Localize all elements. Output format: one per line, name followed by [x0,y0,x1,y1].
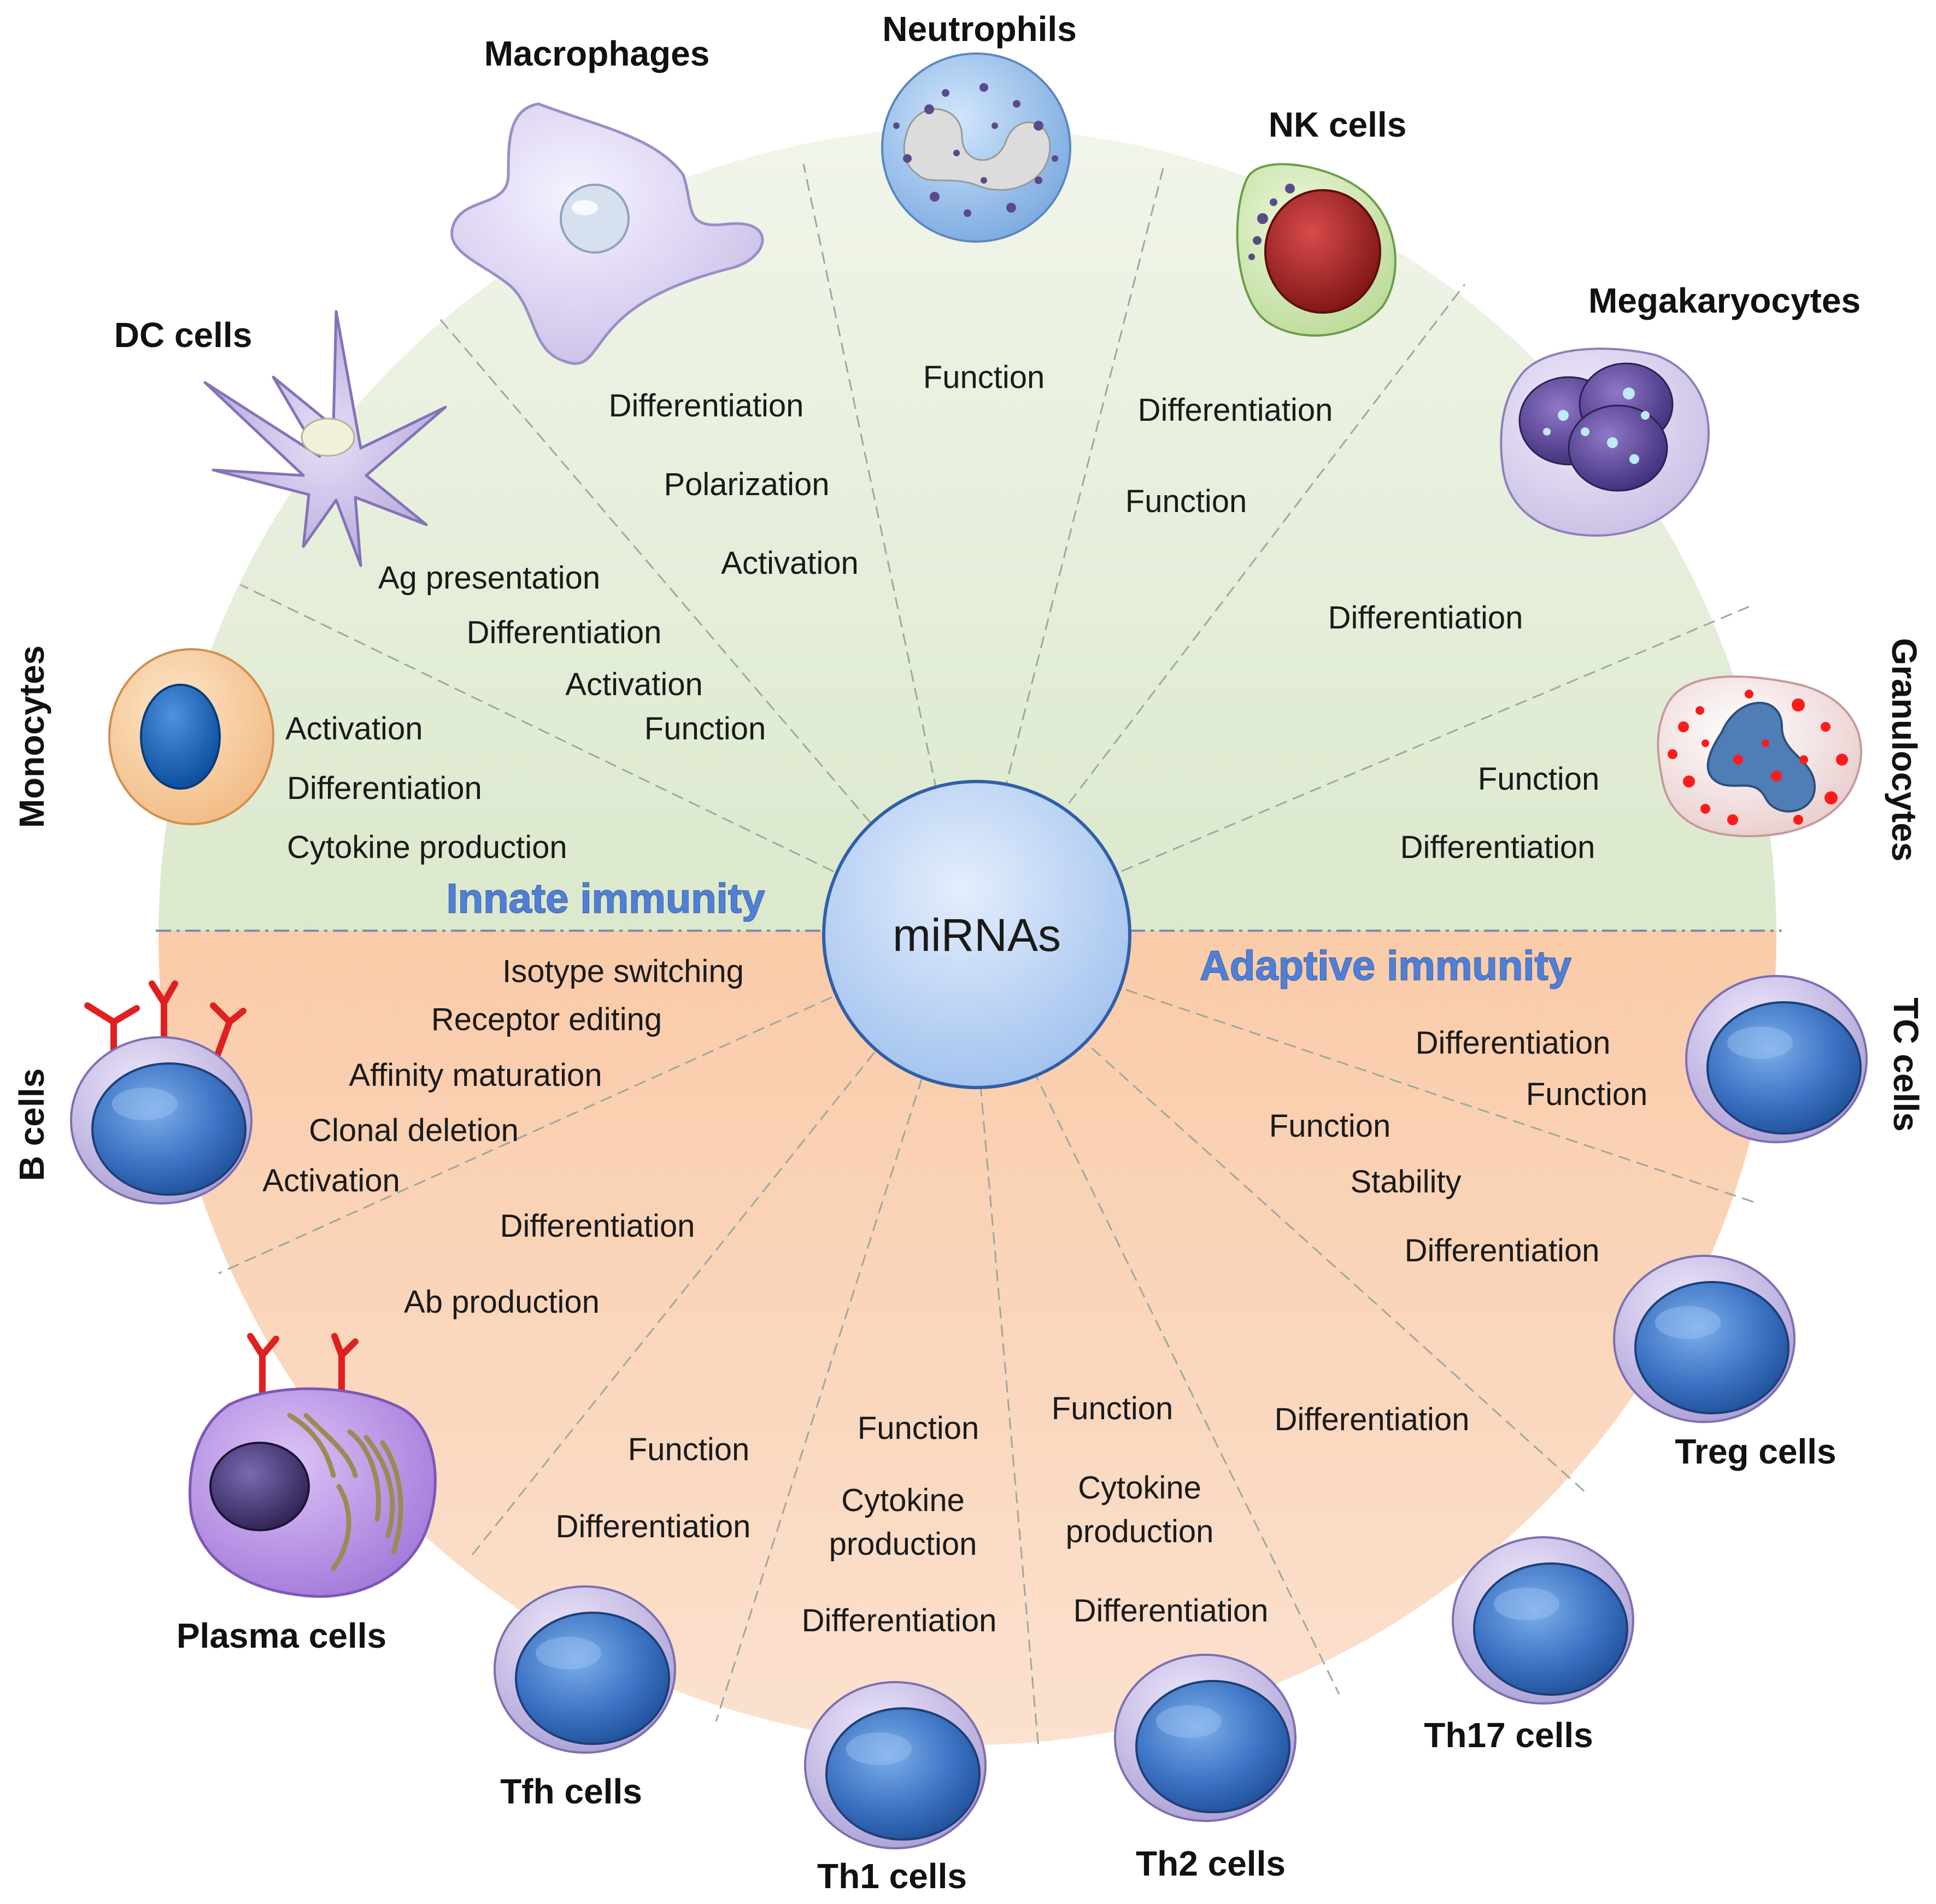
role-text: Function [858,1411,979,1446]
role-text: Differentiation [1073,1593,1269,1629]
treg-cell-icon [1613,1255,1796,1423]
role-text: Differentiation [500,1208,695,1244]
th17-cells-label: Th17 cells [1424,1715,1593,1755]
role-text: Cytokine production [287,830,567,865]
dc-cell-icon [203,310,447,567]
treg-cells-label: Treg cells [1675,1432,1836,1471]
macrophages-label: Macrophages [484,34,710,73]
role-text: Differentiation [609,388,804,424]
role-text: Stability [1350,1164,1461,1200]
neutrophil-icon [881,52,1071,243]
plasma-cells-label: Plasma cells [177,1616,386,1655]
role-text: Differentiation [1275,1402,1470,1437]
role-text: production [829,1526,977,1562]
megakaryocyte-icon [1500,348,1710,537]
mirna-center-node: miRNAs [822,780,1131,1089]
th1-cell-icon [804,1681,987,1849]
tfh-cell-icon [494,1585,676,1754]
th2-cell-icon [1114,1654,1296,1822]
th1-cells-label: Th1 cells [817,1856,967,1896]
role-text: production [1066,1514,1214,1549]
tfh-cells-label: Tfh cells [500,1772,642,1811]
innate-immunity-label: Innate immunity [447,875,765,922]
neutrophils-label: Neutrophils [882,9,1077,49]
role-text: Differentiation [802,1603,997,1638]
monocyte-icon [108,648,274,825]
role-text: Polarization [664,467,829,502]
role-text: Function [1478,761,1599,797]
role-text: Differentiation [1416,1025,1611,1061]
tc-cells-label: TC cells [1886,997,1926,1131]
role-text: Function [1052,1391,1173,1426]
adaptive-half [159,931,1776,1745]
macrophage-icon [450,102,764,365]
granulocyte-icon [1657,675,1862,838]
role-text: Differentiation [467,615,662,650]
role-text: Function [644,711,766,747]
megakaryocytes-label: Megakaryocytes [1588,281,1861,320]
role-text: Differentiation [1328,600,1523,636]
role-text: Cytokine [841,1483,965,1518]
role-text: Function [628,1432,749,1467]
adaptive-immunity-label: Adaptive immunity [1200,943,1571,989]
role-text: Function [1269,1108,1391,1144]
plasma-cell-icon [189,1333,437,1598]
nk-cell-icon [1236,163,1397,337]
role-text: Activation [565,667,702,702]
role-text: Activation [721,545,858,581]
role-text: Receptor editing [431,1002,662,1037]
role-text: Activation [262,1163,400,1198]
role-text: Differentiation [1400,830,1595,865]
center-label: miRNAs [893,909,1061,961]
role-text: Ab production [404,1284,600,1320]
b-cell-icon [70,980,253,1204]
tc-cell-icon [1685,975,1868,1143]
role-text: Function [1125,484,1247,519]
role-text: Activation [285,711,423,747]
role-text: Differentiation [287,771,482,806]
monocytes-label: Monocytes [12,645,51,828]
role-text: Function [923,360,1045,395]
th17-cell-icon [1452,1536,1634,1705]
b-cells-label: B cells [12,1068,51,1181]
role-text: Cytokine [1078,1470,1201,1506]
role-text: Isotype switching [502,954,744,989]
th2-cells-label: Th2 cells [1136,1844,1286,1883]
role-text: Differentiation [1138,392,1333,428]
dc-cells-label: DC cells [114,315,253,355]
role-text: Clonal deletion [309,1113,519,1148]
granulocytes-label: Granulocytes [1885,638,1924,861]
nk-cells-label: NK cells [1269,105,1407,144]
role-text: Affinity maturation [349,1057,602,1093]
role-text: Ag presentation [378,560,600,596]
role-text: Differentiation [1405,1233,1600,1268]
role-text: Differentiation [556,1509,751,1544]
role-text: Function [1526,1077,1647,1112]
